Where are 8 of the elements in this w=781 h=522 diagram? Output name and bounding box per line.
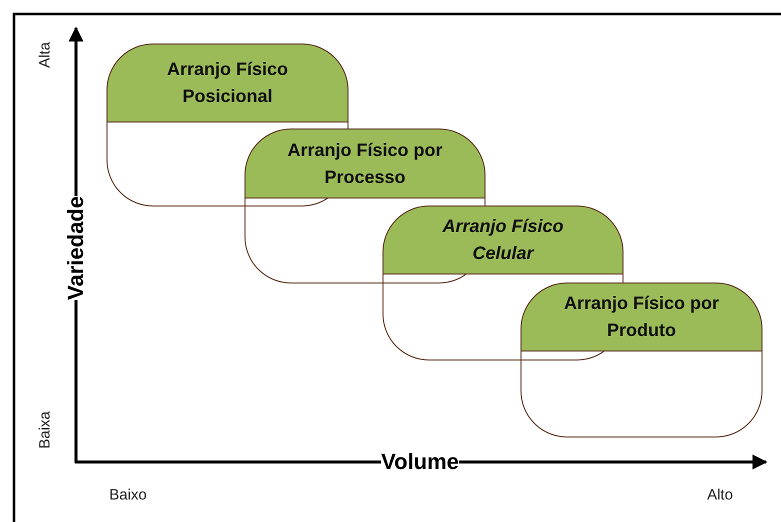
shape-title: Arranjo Físico por Processo (286, 138, 444, 188)
axis-label: Baixo (109, 486, 147, 504)
shape-title: Arranjo Físico por Produto (562, 292, 720, 342)
shape-title: Arranjo Físico Posicional (166, 58, 290, 108)
axis-label: Baixa (36, 411, 54, 449)
shape-title: Arranjo Físico Celular (441, 215, 565, 265)
axis-label: Alto (707, 486, 733, 504)
axis-label: Alta (36, 42, 54, 68)
